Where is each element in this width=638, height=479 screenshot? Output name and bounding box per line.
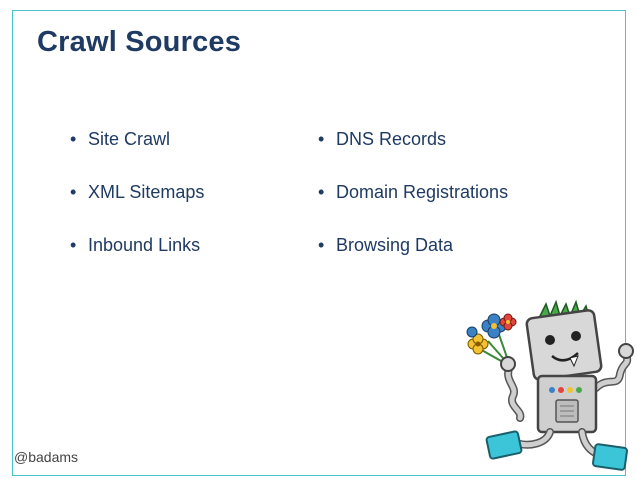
bullet-item: • Browsing Data <box>318 230 508 283</box>
bullet-item: • Site Crawl <box>70 124 204 177</box>
bullet-icon: • <box>70 182 77 202</box>
bullet-item: • DNS Records <box>318 124 508 177</box>
bullet-text: DNS Records <box>336 129 447 149</box>
bullet-text: XML Sitemaps <box>88 182 205 202</box>
bullet-icon: • <box>318 182 325 202</box>
robot-head-icon <box>525 299 603 381</box>
googlebot-robot-with-flowers-icon <box>466 299 634 471</box>
author-handle: @badams <box>14 449 79 465</box>
robot-foot-left-icon <box>485 430 523 460</box>
bullet-list-left: • Site Crawl • XML Sitemaps • Inbound Links <box>70 124 204 283</box>
flower-bouquet-icon <box>466 313 517 367</box>
bullet-list-right: • DNS Records • Domain Registrations • Brow… <box>318 124 508 283</box>
bullet-icon: • <box>70 235 77 255</box>
bullet-text: Domain Registrations <box>336 182 509 202</box>
bullet-item: • XML Sitemaps <box>70 177 204 230</box>
bullet-icon: • <box>318 235 325 255</box>
bullet-text: Browsing Data <box>336 235 454 255</box>
bullet-text: Inbound Links <box>88 235 201 255</box>
robot-body-icon <box>536 374 598 434</box>
robot-foot-right-icon <box>592 443 628 471</box>
bullet-icon: • <box>318 129 325 149</box>
bullet-item: • Inbound Links <box>70 230 204 283</box>
slide-frame <box>12 10 626 476</box>
bullet-text: Site Crawl <box>88 129 171 149</box>
slide-title: Crawl Sources <box>37 26 242 58</box>
bullet-item: • Domain Registrations <box>318 177 508 230</box>
bullet-icon: • <box>70 129 77 149</box>
